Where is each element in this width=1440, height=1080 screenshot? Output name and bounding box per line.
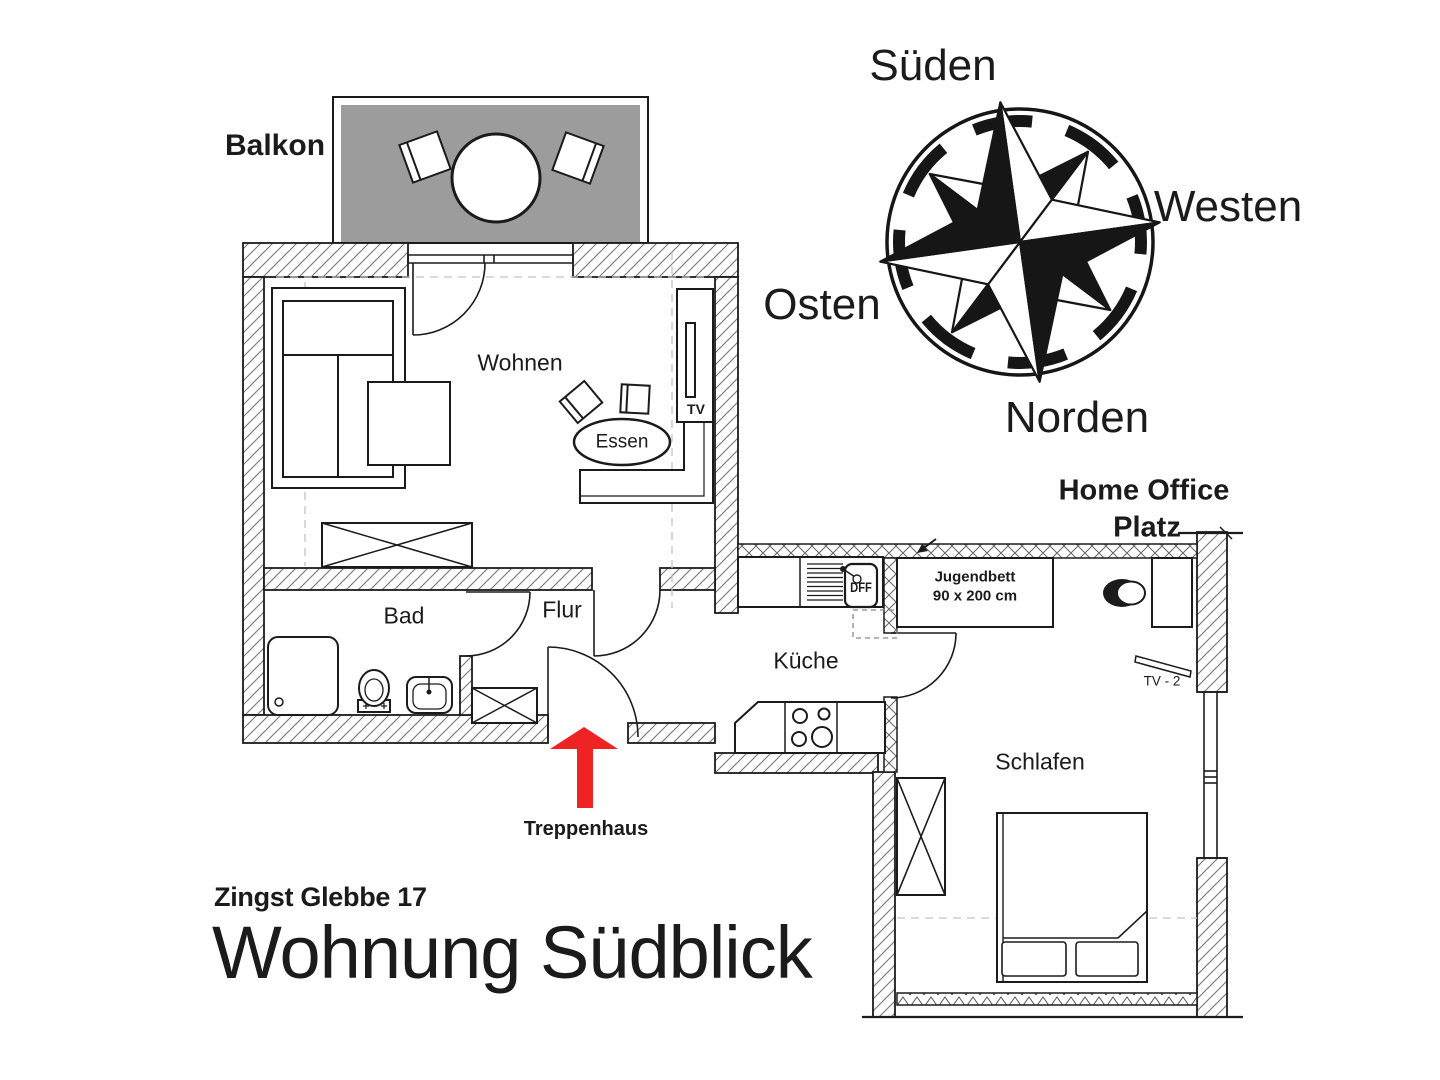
toilet [357,669,391,713]
wall-kitchen-bottom [714,752,879,774]
coffee-table [367,381,451,466]
balcony-door-window [407,254,574,264]
balcony-table [450,132,542,224]
home-office-label-line1: Home Office [1058,474,1230,507]
wall-top-right [572,242,739,278]
tv-cabinet [676,288,714,423]
kitchen-bedroom-door [890,632,957,699]
light-walls [737,543,1198,773]
room-label-hall: Flur [542,596,582,623]
pillow-left [1001,941,1067,977]
bath-sink [406,676,453,714]
blanket-fold [1117,910,1148,939]
wall-bottom-hall [627,722,716,744]
wall-tv-2 [1134,655,1192,678]
youth-bed-label-line2: 90 x 200 cm [932,587,1018,605]
wall-living-bottom-left [263,567,593,591]
room-label-bath: Bad [383,602,425,629]
double-bed [996,812,1148,983]
wall-living-right [714,276,739,614]
youth-bed-label-line1: Jugendbett [934,568,1016,586]
entrance-door [547,646,639,738]
stairwell-arrow-icon [550,727,618,808]
pillow-right [1075,941,1139,977]
compass-label-left: Osten [763,280,881,329]
room-label-living: Wohnen [477,349,563,376]
balcony-chair-right [551,131,605,185]
dining-chair-2 [619,383,651,415]
tv-icon [685,322,696,398]
wall-bedroom-left [872,771,896,1018]
desk [1151,557,1193,628]
kitchen-counter [737,556,884,609]
office-chair [1103,579,1146,607]
reference-lines [862,526,1243,1019]
shower [267,636,339,716]
address-text: Zingst Glebbe 17 [214,882,427,912]
balcony [332,96,649,244]
tv-label: TV [687,401,705,417]
sink-label-dff: DFF [850,579,872,595]
bedroom-bottom-window [896,992,1198,1006]
tv2-label: TV - 2 [1143,673,1181,689]
page-title: Wohnung Südblick [212,911,813,994]
furniture [267,287,1193,983]
room-label-kitchen: Küche [773,647,839,674]
wall-strip-upper [883,557,898,634]
room-label-balcony: Balkon [225,129,326,162]
wall-top-left [242,242,409,278]
compass-label-bottom: Norden [1004,393,1150,442]
wall-right-top [1196,531,1228,693]
wall-living-bottom-right [659,567,716,591]
dining-table [572,417,672,467]
balcony-door [412,262,486,336]
wall-band-top [737,543,1198,559]
wall-bath-hall-stub [459,655,473,716]
kitchen-sink [843,562,879,609]
stove-counter [734,701,886,754]
youth-bed [896,557,1054,628]
living-hall-door [593,589,661,657]
balcony-chair-left [398,130,452,184]
compass-label-top: Süden [869,41,997,90]
stairwell-label: Treppenhaus [523,818,649,840]
doors [412,262,957,738]
dining-chair-1 [558,379,604,425]
sideboard [321,522,473,568]
walls [242,242,1228,1018]
bedroom-right-window [1197,691,1227,859]
room-label-dining: Essen [595,431,649,453]
bath-door [465,591,531,657]
wall-right-bottom [1196,857,1228,1018]
room-label-bedroom: Schlafen [995,748,1085,775]
windows [407,254,1227,1006]
compass-label-right: Westen [1153,182,1303,231]
wardrobe [896,777,946,896]
dining-bench [579,421,714,504]
home-office-label-line2: Platz [1113,511,1181,544]
washing-machine [471,687,538,724]
compass-rose-icon [879,101,1161,383]
wall-left [242,276,265,716]
leader-arrow [917,538,937,553]
